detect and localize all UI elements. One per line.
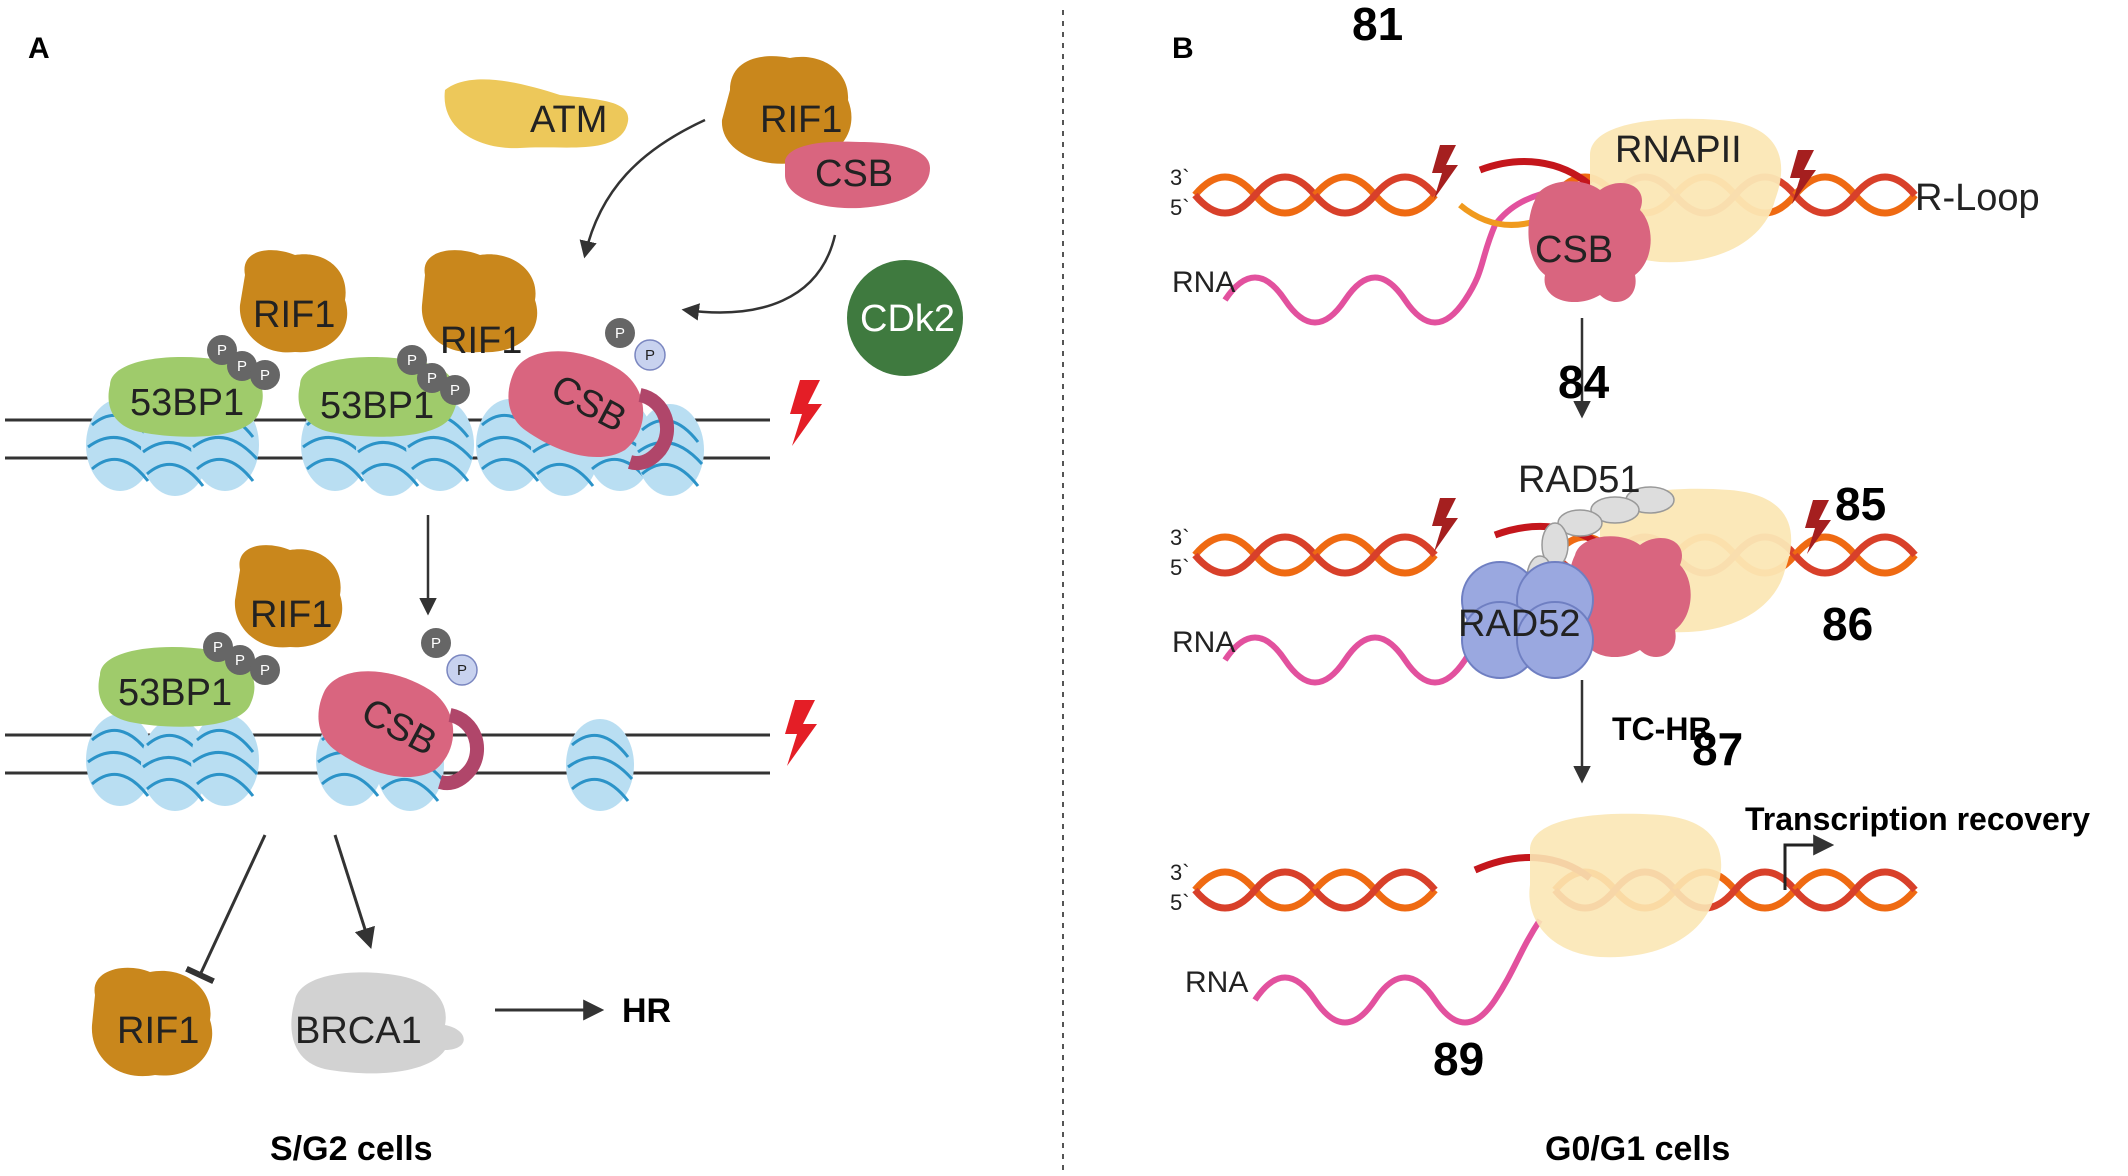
rif1-protein-1: RIF1 xyxy=(239,250,348,353)
dna-damage-icon-a2 xyxy=(785,700,817,766)
brca1-label: BRCA1 xyxy=(295,1010,422,1052)
inhibit-arrow xyxy=(185,834,267,985)
rif1-protein-bottom: RIF1 xyxy=(91,967,213,1077)
phospho-label: P xyxy=(431,635,441,652)
atm-label: ATM xyxy=(530,99,607,141)
rif1-label-2: RIF1 xyxy=(440,320,522,362)
overlay-number-1: 81 xyxy=(1352,0,1403,50)
overlay-number-4: 86 xyxy=(1822,598,1873,650)
rif1-label-bottom: RIF1 xyxy=(117,1010,199,1052)
csb-label-b1: CSB xyxy=(1535,229,1613,271)
csb-protein-1: CSB P P xyxy=(508,318,675,471)
phospho-label: P xyxy=(645,347,655,364)
brca1-protein: BRCA1 xyxy=(291,972,464,1074)
rad51-filament: RAD51 xyxy=(1518,459,1675,601)
phospho-label: P xyxy=(237,358,247,375)
atm-protein: ATM xyxy=(444,79,629,149)
csb-protein-2: CSB P P xyxy=(318,628,485,791)
activate-arrow xyxy=(333,834,375,950)
rif1-protein-2: RIF1 xyxy=(421,250,538,362)
hr-label: HR xyxy=(622,992,671,1030)
rna-label-3: RNA xyxy=(1185,966,1248,999)
53bp1-label-3: 53BP1 xyxy=(118,672,232,714)
rad52-protein: RAD52 xyxy=(1458,561,1594,679)
transcription-start-arrow xyxy=(1783,834,1835,890)
phospho-group-3: P P P xyxy=(203,632,280,685)
dna-damage-icon-b3 xyxy=(1432,498,1458,552)
dna-damage-icon-a1 xyxy=(790,380,822,446)
strand-3-label-3: 3` xyxy=(1170,860,1190,885)
panel-a-caption: S/G2 cells xyxy=(270,1130,433,1168)
phospho-label: P xyxy=(235,652,245,669)
rif1-protein-3: RIF1 xyxy=(234,545,343,648)
rad52-label: RAD52 xyxy=(1458,603,1581,645)
rif1-label-1: RIF1 xyxy=(253,294,335,336)
rloop-label: R-Loop xyxy=(1915,177,2040,219)
rad51-label: RAD51 xyxy=(1518,459,1641,501)
strand-3-label-1: 3` xyxy=(1170,165,1190,190)
recovery-label: Transcription recovery xyxy=(1745,801,2090,837)
phospho-label: P xyxy=(217,342,227,359)
rna-label-2: RNA xyxy=(1172,626,1235,659)
rna-label-1: RNA xyxy=(1172,266,1235,299)
panel-b-caption: G0/G1 cells xyxy=(1545,1130,1730,1168)
phospho-label: P xyxy=(450,382,460,399)
strand-5-label-2: 5` xyxy=(1170,555,1190,580)
cdk2-arrow xyxy=(681,234,837,321)
phospho-label: P xyxy=(260,367,270,384)
phospho-group-2: P P P xyxy=(397,345,470,405)
csb-label-top: CSB xyxy=(815,153,893,195)
strand-5-label-3: 5` xyxy=(1170,890,1190,915)
csb-protein-top: CSB xyxy=(785,141,930,209)
panel-b-letter: B xyxy=(1172,32,1194,65)
overlay-number-5: 87 xyxy=(1692,723,1743,775)
strand-5-label-1: 5` xyxy=(1170,195,1190,220)
53bp1-label-1: 53BP1 xyxy=(130,382,244,424)
53bp1-protein-1: 53BP1 xyxy=(108,357,263,437)
rnapii-3 xyxy=(1529,813,1722,958)
overlay-number-6: 89 xyxy=(1433,1033,1484,1085)
overlay-number-3: 85 xyxy=(1835,478,1886,530)
rnapii-label-1: RNAPII xyxy=(1615,129,1742,171)
csb-protein-b1: CSB xyxy=(1528,181,1651,303)
cdk2-label: CDk2 xyxy=(860,298,955,340)
phospho-label: P xyxy=(457,662,467,679)
rif1-protein-top: RIF1 xyxy=(721,56,852,164)
overlay-number-2: 84 xyxy=(1558,356,1610,408)
strand-3-label-2: 3` xyxy=(1170,525,1190,550)
phospho-label: P xyxy=(427,370,437,387)
rif1-label-3: RIF1 xyxy=(250,594,332,636)
phospho-label: P xyxy=(213,639,223,656)
phospho-label: P xyxy=(260,662,270,679)
tchr-label: TC-HR xyxy=(1612,711,1712,747)
panel-a-letter: A xyxy=(28,32,50,65)
csb-protein-b2 xyxy=(1568,536,1691,658)
phospho-label: P xyxy=(615,325,625,342)
phospho-group-1: P P P xyxy=(207,335,280,390)
rloop-red-1 xyxy=(1478,158,1593,188)
53bp1-protein-3: 53BP1 xyxy=(98,647,255,727)
53bp1-label-2: 53BP1 xyxy=(320,385,434,427)
rna-strand-3 xyxy=(1252,918,1543,1026)
phospho-label: P xyxy=(407,352,417,369)
atm-arrow xyxy=(579,118,706,259)
rif1-label-top: RIF1 xyxy=(760,99,842,141)
cdk2-protein: CDk2 xyxy=(847,260,963,376)
